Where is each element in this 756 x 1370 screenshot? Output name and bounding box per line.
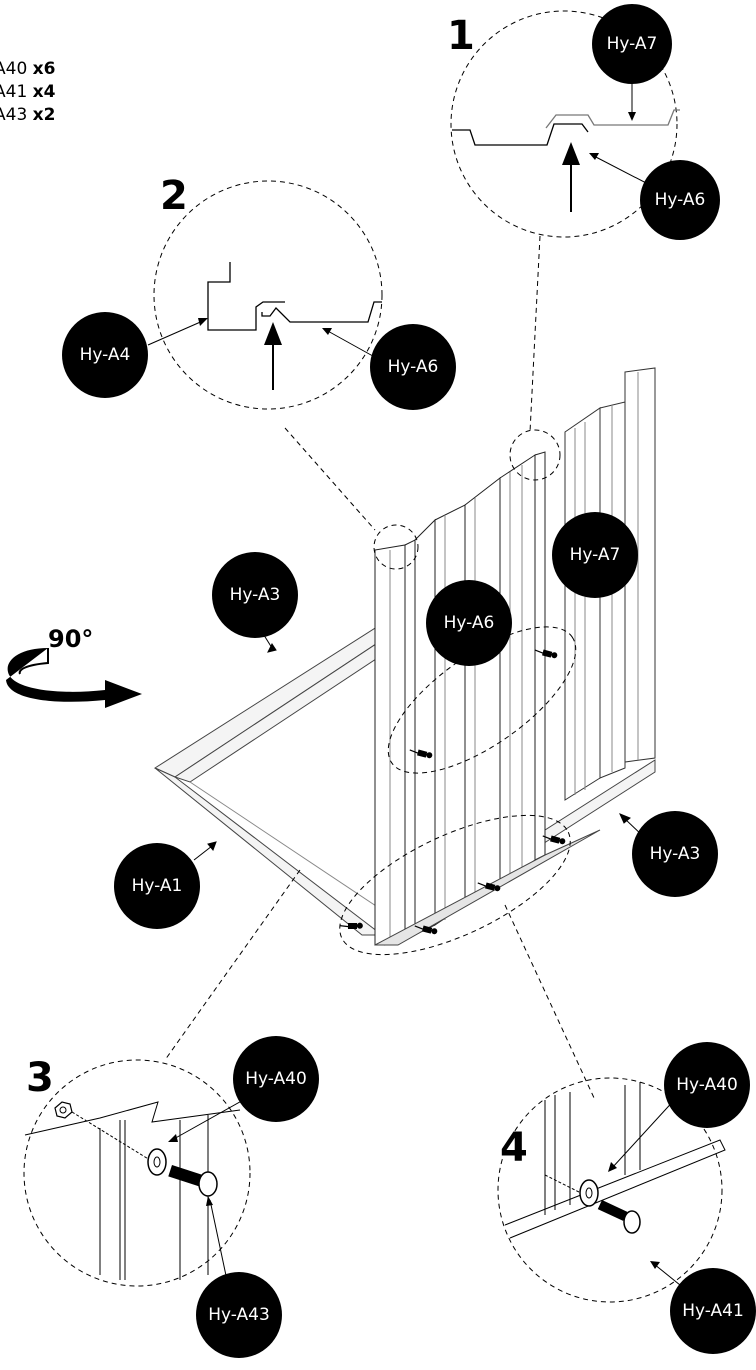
panel-profile-2 [207,262,382,331]
leader-2 [284,427,376,531]
leader-4 [504,904,596,1101]
detail-circle-3 [23,1059,271,1287]
callout-badge: Hy-A6 [426,580,512,666]
step-number-4: 4 [500,1125,528,1171]
washer-icon-4 [579,1179,599,1207]
callout-badge: Hy-A43 [196,1272,282,1358]
callout-badge: Hy-A7 [552,512,638,598]
parts-list-item: A40 x6 [0,59,56,79]
step-number-2: 2 [160,173,188,219]
main-arrows [193,631,646,861]
callout-badge: Hy-A7 [592,4,672,84]
step-number-1: 1 [447,13,475,59]
detail-circle-4 [497,1077,726,1303]
callout-badge: Hy-A41 [670,1268,756,1354]
detail-circle-2 [147,180,383,410]
parts-list-item: A41 x4 [0,82,56,102]
insert-arrow-2 [264,322,282,390]
callout-badge: Hy-A40 [664,1042,750,1128]
insert-arrow-1 [562,142,580,212]
washer-icon [147,1148,167,1176]
callout-badge: Hy-A3 [632,811,718,897]
leader-3 [164,869,301,1061]
callout-badge: Hy-A1 [114,843,200,929]
panel-profile-1 [452,109,680,146]
parts-list-item: A43 x2 [0,105,56,125]
nut-icon [54,1101,73,1119]
callout-badge: Hy-A3 [212,552,298,638]
rotation-arrow-icon [6,648,142,708]
screw-icon-4 [597,1200,641,1234]
callout-badge: Hy-A6 [640,160,720,240]
parts-list: A40 x6 A41 x4 A43 x2 [0,58,55,127]
bolt-icon [168,1164,218,1197]
leader-1 [529,235,541,433]
rotation-label: 90° [48,625,94,653]
step-number-3: 3 [26,1055,54,1101]
callout-badge: Hy-A40 [233,1036,319,1122]
callout-badge: Hy-A6 [370,324,456,410]
callout-badge: Hy-A4 [62,312,148,398]
